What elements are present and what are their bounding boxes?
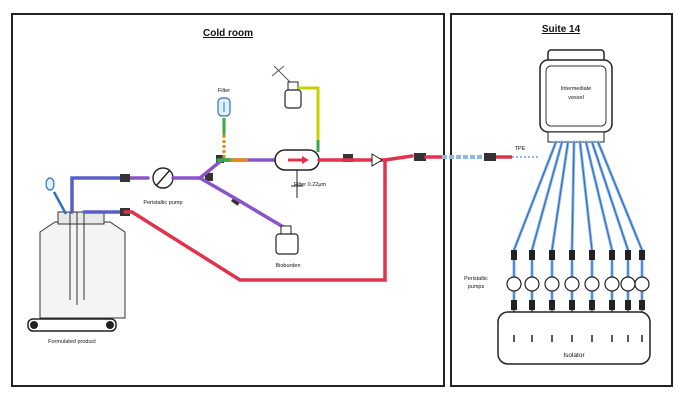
tube-connector [589,250,595,260]
isolator-pump-row [506,250,650,342]
tube-connector [569,300,575,310]
isolator-box [497,311,651,365]
peristaltic-pumps-label-2: pumps [468,284,485,290]
pump-head-icon [506,276,522,292]
cold-room-title: Cold room [203,28,253,39]
vessel-vent-filter-icon [45,177,68,215]
tube-tag-label: TPE [515,146,526,152]
tube-connector [529,250,535,260]
pump-head-icon [634,276,650,292]
tube-connector [639,300,645,310]
red-transfer-tubing [123,154,444,282]
pump-head-icon [584,276,600,292]
tube-connector [589,300,595,310]
tube-connector [549,300,555,310]
check-valve-icon [371,153,383,167]
top-filter-label: Filter [218,88,230,94]
pump-head-icon [544,276,560,292]
isolator-label: Isolator [563,352,585,359]
intermediate-vessel [539,49,613,143]
formulated-product-label: Formulated product [48,339,96,345]
tube-connector [569,250,575,260]
tube-connector [625,250,631,260]
intermediate-vessel-label-1: Intermediate [561,86,592,92]
peristaltic-pump-label: Peristaltic pump [143,200,182,206]
tube-connector [549,250,555,260]
pump-head-icon [604,276,620,292]
inline-filter-label: Filter 0.22μm [294,182,327,188]
yellow-vent-tubing [298,86,320,152]
peristaltic-pump-icon [152,167,174,189]
tube-connector [511,300,517,310]
tube-connector [625,300,631,310]
tube-connector [529,300,535,310]
peristaltic-pumps-label-1: Peristaltic [464,276,488,282]
tube-connector [511,250,517,260]
bioburden-label: Bioburden [275,263,300,269]
intermediate-vessel-label-2: vessel [568,95,584,101]
pump-head-icon [620,276,636,292]
suite-14-title: Suite 14 [542,24,581,35]
bioburden-bottle-icon [275,225,299,255]
formulated-product-vessel [27,211,126,332]
vent-bottle-icon [271,65,302,109]
tube-connector [609,300,615,310]
tube-connector [609,250,615,260]
pump-head-icon [564,276,580,292]
pump-head-icon [524,276,540,292]
tube-connector [639,250,645,260]
top-filter-icon [217,97,231,117]
